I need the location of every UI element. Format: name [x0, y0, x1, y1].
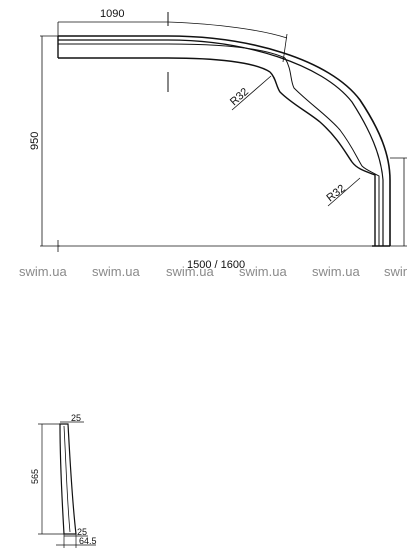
plan-view: 1090 950 1500 / 1600 R32 R	[19, 8, 407, 279]
radius-upper: R32	[228, 75, 272, 111]
watermark: swim.ua	[92, 264, 140, 279]
watermark: swim.ua	[384, 264, 407, 279]
panel-outline	[57, 35, 391, 247]
watermark-row: swim.ua swim.ua swim.ua swim.ua swim.ua …	[19, 264, 407, 279]
section-dim-bottom-2-label: 64.5	[79, 536, 97, 546]
watermark: swim.ua	[166, 264, 214, 279]
section-dim-height-label: 565	[30, 469, 40, 484]
section-dim-bottom-1-label: 25	[77, 527, 87, 537]
section-profile	[59, 423, 77, 535]
radius-lower-label: R32	[324, 182, 347, 204]
dim-1500-1600-label: 1500 / 1600	[187, 259, 245, 271]
dim-1090-label: 1090	[100, 8, 124, 20]
dimension-top: 1090	[57, 8, 288, 63]
watermark: swim.ua	[239, 264, 287, 279]
watermark: swim.ua	[312, 264, 360, 279]
radius-lower: R32	[324, 177, 361, 207]
dimension-right	[390, 157, 407, 247]
section-dim-top-label: 25	[71, 413, 81, 423]
dim-950-label: 950	[29, 132, 41, 150]
section-view: 25 565 25 64.5	[30, 413, 97, 548]
dimension-left: 950	[29, 35, 60, 247]
watermark: swim.ua	[19, 264, 67, 279]
radius-upper-label: R32	[228, 86, 251, 108]
dimension-bottom: 1500 / 1600	[57, 240, 372, 271]
